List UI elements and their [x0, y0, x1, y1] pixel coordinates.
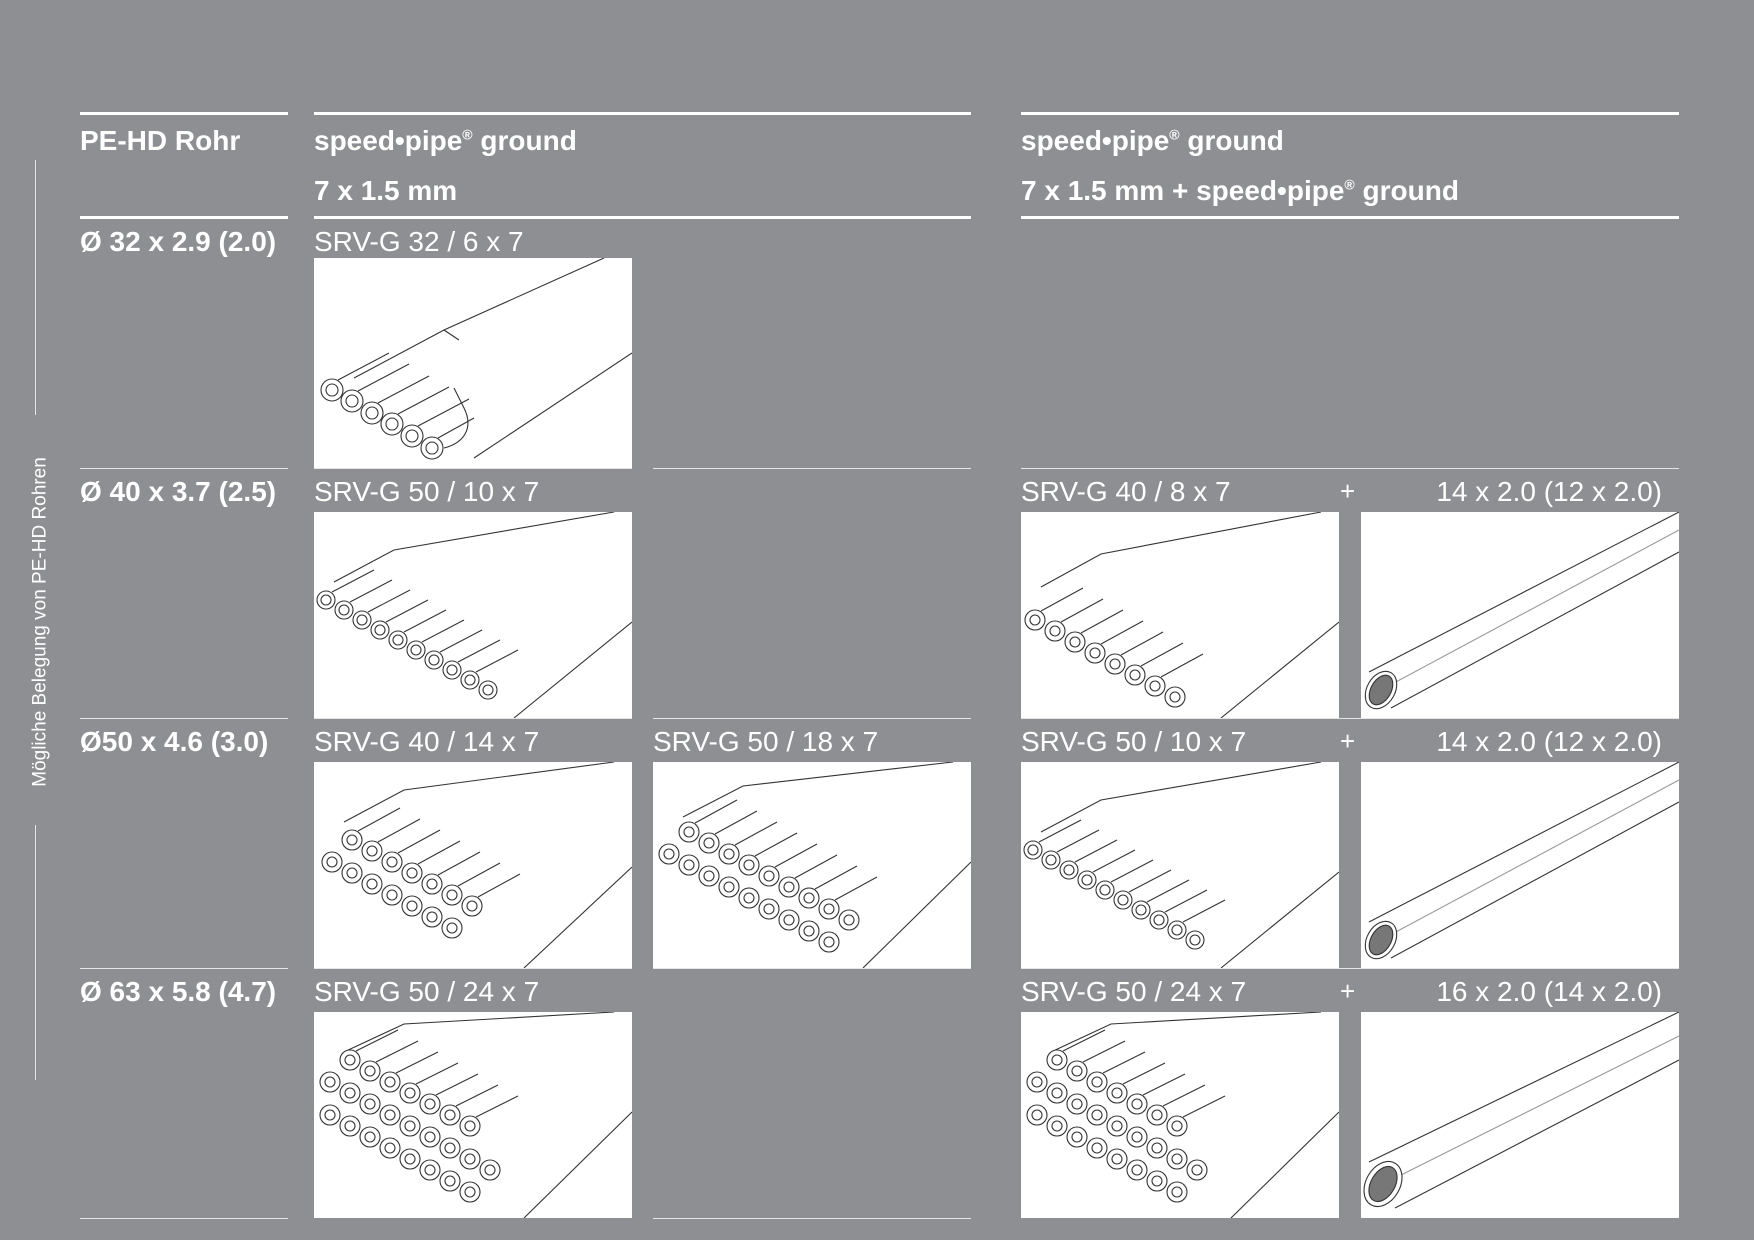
plus-sign: +	[1340, 976, 1356, 1006]
bundle-image-24x7	[1021, 1012, 1339, 1218]
side-line-bottom	[35, 825, 36, 1080]
row-divider-col3	[1021, 968, 1679, 969]
row-divider-col1	[80, 718, 288, 719]
bundle-image-6x7	[314, 258, 632, 468]
bundle-label: SRV-G 40 / 14 x 7	[314, 726, 540, 757]
row-divider-col1	[80, 968, 288, 969]
bundle-image-14x7	[314, 762, 632, 968]
header-rule-col1-bottom	[80, 216, 288, 219]
plus-sign: +	[1340, 726, 1356, 756]
header-7x15mm-plus-speedpipe: 7 x 1.5 mm + speed•pipe® ground	[1021, 175, 1459, 206]
tube-image	[1361, 1012, 1679, 1218]
bundle-image-18x7	[653, 762, 971, 968]
pipe-size-label: Ø 63 x 5.8 (4.7)	[80, 976, 277, 1007]
bundle-label: SRV-G 50 / 10 x 7	[314, 476, 540, 507]
bundle-label: SRV-G 50 / 24 x 7	[314, 976, 540, 1007]
side-line-top	[35, 160, 36, 415]
row-divider-col2b	[653, 468, 971, 469]
row-divider-col1	[80, 468, 288, 469]
pipe-size-label: Ø 32 x 2.9 (2.0)	[80, 226, 277, 257]
row-divider-col2a	[314, 468, 632, 469]
header-pe-hd-rohr: PE-HD Rohr	[80, 125, 241, 156]
row-divider-col1	[80, 1218, 288, 1219]
plus-sign: +	[1340, 476, 1356, 506]
row-divider-col3	[1021, 468, 1679, 469]
bundle-image-8x7	[1021, 512, 1339, 718]
row-divider-col3	[1021, 718, 1679, 719]
combo-tube-label: 14 x 2.0 (12 x 2.0)	[1436, 476, 1662, 507]
bundle-image-10x7	[314, 512, 632, 718]
header-rule-col3-top	[1021, 112, 1679, 115]
row-divider-col2a	[314, 968, 632, 969]
header-rule-col2-bottom	[314, 216, 971, 219]
bundle-label: SRV-G 32 / 6 x 7	[314, 226, 524, 257]
row-divider-col2b	[653, 1218, 971, 1219]
header-rule-col1-top	[80, 112, 288, 115]
header-7x15mm: 7 x 1.5 mm	[314, 175, 458, 206]
combo-bundle-label: SRV-G 40 / 8 x 7	[1021, 476, 1231, 507]
bundle-label: SRV-G 50 / 18 x 7	[653, 726, 879, 757]
header-speedpipe-ground: speed•pipe® ground	[314, 125, 577, 156]
header-speedpipe-ground-combo: speed•pipe® ground	[1021, 125, 1284, 156]
pipe-size-label: Ø 40 x 3.7 (2.5)	[80, 476, 277, 507]
header-rule-col2-top	[314, 112, 971, 115]
side-label: Mögliche Belegung von PE-HD Rohren	[29, 457, 51, 787]
row-divider-col2a	[314, 718, 632, 719]
bundle-image-24x7	[314, 1012, 632, 1218]
combo-bundle-label: SRV-G 50 / 10 x 7	[1021, 726, 1247, 757]
row-divider-col2b	[653, 968, 971, 969]
tube-image	[1361, 762, 1679, 968]
combo-tube-label: 14 x 2.0 (12 x 2.0)	[1436, 726, 1662, 757]
row-divider-col2b	[653, 718, 971, 719]
bundle-image-10x7	[1021, 762, 1339, 968]
header-rule-col3-bottom	[1021, 216, 1679, 219]
combo-bundle-label: SRV-G 50 / 24 x 7	[1021, 976, 1247, 1007]
combo-tube-label: 16 x 2.0 (14 x 2.0)	[1436, 976, 1662, 1007]
pipe-size-label: Ø50 x 4.6 (3.0)	[80, 726, 269, 757]
tube-image	[1361, 512, 1679, 718]
